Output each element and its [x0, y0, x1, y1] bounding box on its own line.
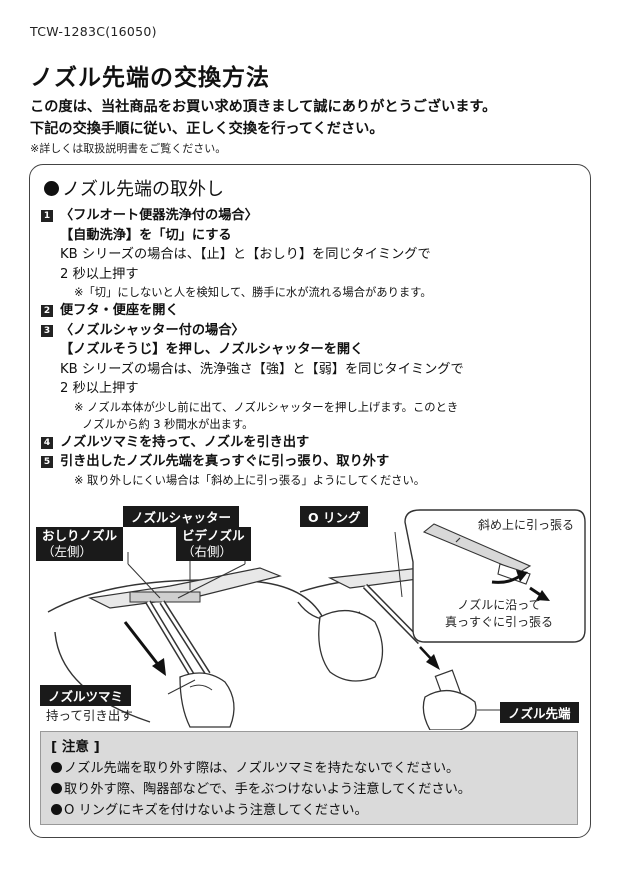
- bidet-label: ビデノズル （右側）: [176, 527, 251, 561]
- step-3-note-1: ※ ノズル本体が少し前に出て、ノズルシャッターを押し上げます。このとき: [74, 400, 459, 414]
- oring-label: O リング: [300, 506, 369, 527]
- caution-title: [ 注意 ]: [51, 739, 100, 755]
- illustration-area: ノズルシャッター おしりノズル （左側） ビデノズル （右側） ノズルツマミ 持…: [30, 502, 590, 730]
- step-1-note: ※「切」にしないと人を検知して、勝手に水が流れる場合があります。: [74, 286, 432, 299]
- bidet-label-name: ビデノズル: [182, 528, 245, 543]
- straight-pull-line-1: ノズルに沿って: [457, 598, 541, 612]
- step-1-line-4: 2 秒以上押す: [60, 266, 139, 282]
- caution-item-text: O リングにキズを付けないよう注意してください。: [64, 803, 368, 818]
- step-2-line-1: 便フタ・便座を開く: [60, 303, 179, 318]
- step-number: 2: [41, 305, 53, 317]
- step-5: 5 引き出したノズル先端を真っすぐに引っ張り、取り外す ※ 取り外しにくい場合は…: [38, 452, 583, 489]
- steps-list: 1 〈フルオート便器洗浄付の場合〉 【自動洗浄】を「切」にする KB シリーズの…: [38, 206, 583, 489]
- caution-item-text: 取り外す際、陶器部などで、手をぶつけないよう注意してください。: [64, 782, 471, 797]
- step-1-line-1: 〈フルオート便器洗浄付の場合〉: [60, 208, 258, 223]
- step-3-note-2: ノズルから約 3 秒間水が出ます。: [82, 417, 254, 431]
- document-id: TCW-1283C(16050): [30, 24, 157, 39]
- caution-item-text: ノズル先端を取り外す際は、ノズルツマミを持たないでください。: [64, 761, 460, 776]
- step-number: 1: [41, 210, 53, 222]
- step-3-line-3: KB シリーズの場合は、洗浄強さ【強】と【弱】を同じタイミングで: [60, 361, 464, 377]
- step-5-line-1: 引き出したノズル先端を真っすぐに引っ張り、取り外す: [60, 454, 390, 469]
- diagonal-pull-label: 斜め上に引っ張る: [478, 518, 575, 532]
- step-number: 4: [41, 436, 53, 449]
- intro-line-2: 下記の交換手順に従い、正しく交換を行ってください。: [30, 121, 384, 137]
- intro-text: この度は、当社商品をお買い求め頂きまして誠にありがとうございます。 下記の交換手…: [30, 96, 496, 140]
- step-3: 3 〈ノズルシャッター付の場合〉 【ノズルそうじ】を押し、ノズルシャッターを開く…: [38, 321, 583, 433]
- knob-caption: 持って引き出す: [46, 708, 133, 723]
- removal-panel: ノズル先端の取外し 1 〈フルオート便器洗浄付の場合〉 【自動洗浄】を「切」にす…: [29, 164, 591, 838]
- step-3-line-4: 2 秒以上押す: [60, 381, 139, 396]
- bullet-icon: [44, 181, 59, 196]
- caution-item: ノズル先端を取り外す際は、ノズルツマミを持たないでください。: [51, 758, 567, 779]
- bullet-icon: [51, 804, 62, 815]
- oshiri-label: おしりノズル （左側）: [36, 527, 124, 561]
- step-1: 1 〈フルオート便器洗浄付の場合〉 【自動洗浄】を「切」にする KB シリーズの…: [38, 206, 583, 301]
- straight-pull-line-2: 真っすぐに引っ張る: [445, 615, 554, 629]
- step-3-line-2: 【ノズルそうじ】を押し、ノズルシャッターを開く: [60, 342, 364, 357]
- knob-label: ノズルツマミ: [40, 685, 132, 706]
- bullet-icon: [51, 783, 62, 794]
- nozzle-tip-label: ノズル先端: [500, 702, 579, 723]
- caution-item: 取り外す際、陶器部などで、手をぶつけないよう注意してください。: [51, 779, 567, 800]
- step-number: 3: [41, 324, 53, 337]
- oshiri-label-name: おしりノズル: [42, 528, 118, 543]
- section-title: ノズル先端の取外し: [44, 175, 224, 201]
- step-number: 5: [41, 456, 53, 468]
- step-2: 2 便フタ・便座を開く: [38, 301, 583, 321]
- step-1-line-3: KB シリーズの場合は、【止】と【おしり】を同じタイミングで: [60, 247, 431, 262]
- step-1-line-2: 【自動洗浄】を「切」にする: [60, 227, 232, 243]
- step-3-line-1: 〈ノズルシャッター付の場合〉: [60, 322, 245, 338]
- caution-item: O リングにキズを付けないよう注意してください。: [51, 800, 567, 821]
- straight-pull-label: ノズルに沿って 真っすぐに引っ張る: [445, 597, 553, 631]
- step-4: 4 ノズルツマミを持って、ノズルを引き出す: [38, 433, 583, 453]
- intro-note: ※詳しくは取扱説明書をご覧ください。: [30, 142, 227, 155]
- shutter-label: ノズルシャッター: [123, 506, 240, 527]
- step-5-note: ※ 取り外しにくい場合は「斜め上に引っ張る」ようにしてください。: [74, 473, 426, 487]
- intro-line-1: この度は、当社商品をお買い求め頂きまして誠にありがとうございます。: [30, 99, 497, 115]
- bullet-icon: [51, 762, 62, 773]
- step-4-line-1: ノズルツマミを持って、ノズルを引き出す: [60, 434, 310, 450]
- section-title-text: ノズル先端の取外し: [62, 179, 224, 200]
- page-title: ノズル先端の交換方法: [30, 65, 270, 91]
- bidet-label-side: （右側）: [182, 544, 233, 559]
- caution-box: [ 注意 ] ノズル先端を取り外す際は、ノズルツマミを持たないでください。 取り…: [40, 731, 578, 825]
- oshiri-label-side: （左側）: [42, 544, 93, 559]
- nozzle-illustration: [47, 509, 586, 730]
